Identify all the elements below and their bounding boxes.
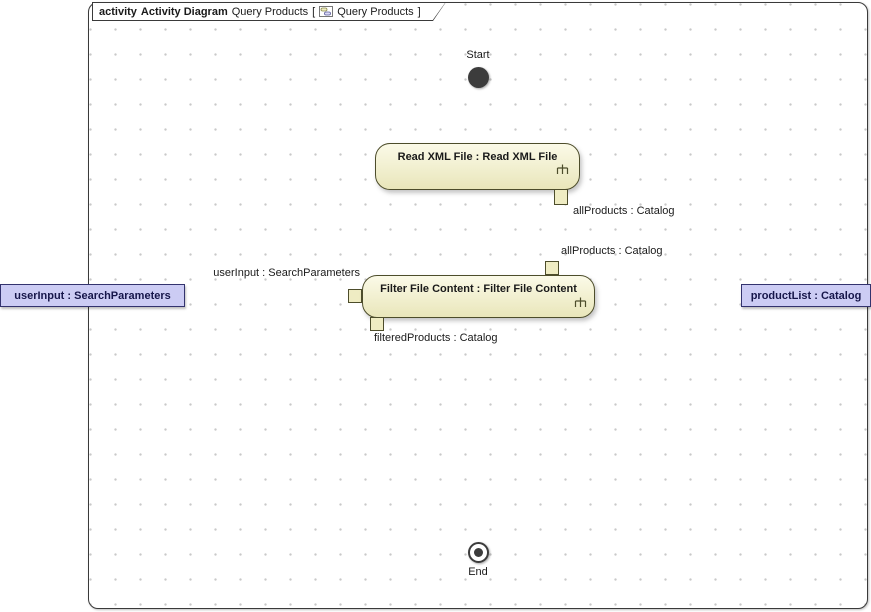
input-pin-user-input[interactable] (348, 289, 362, 303)
pin-label[interactable]: filteredProducts : Catalog (374, 332, 498, 344)
frame-diagram-name: Query Products (231, 5, 309, 18)
pin-label[interactable]: allProducts : Catalog (561, 245, 663, 257)
parameter-node-product-list[interactable]: productList : Catalog (741, 284, 871, 307)
output-pin-filtered-products[interactable] (370, 317, 384, 331)
end-node-label[interactable]: End (468, 566, 488, 578)
frame-header-content: activity Activity Diagram Query Products… (93, 3, 445, 20)
activity-diagram-icon (319, 6, 333, 17)
frame-open-bracket: [ (312, 5, 316, 18)
frame-header-tab[interactable]: activity Activity Diagram Query Products… (92, 2, 446, 21)
pin-label[interactable]: allProducts : Catalog (573, 205, 675, 217)
frame-context-name: Query Products (337, 5, 414, 18)
start-node-label[interactable]: Start (466, 49, 490, 61)
action-label: Read XML File : Read XML File (397, 151, 558, 163)
frame-type-label: Activity Diagram (140, 5, 228, 18)
rake-icon (556, 164, 569, 175)
activity-final-node[interactable] (468, 542, 489, 563)
action-filter-file-content[interactable]: Filter File Content : Filter File Conten… (362, 275, 595, 318)
parameter-node-user-input[interactable]: userInput : SearchParameters (0, 284, 185, 307)
pin-label[interactable]: userInput : SearchParameters (213, 267, 360, 279)
input-pin-all-products[interactable] (545, 261, 559, 275)
rake-icon (574, 297, 587, 308)
output-pin-all-products[interactable] (554, 189, 568, 205)
final-node-inner-dot (474, 548, 483, 557)
frame-close-bracket: ] (417, 5, 421, 18)
action-read-xml-file[interactable]: Read XML File : Read XML File (375, 143, 580, 190)
frame-keyword: activity (99, 5, 137, 18)
initial-node[interactable] (468, 67, 489, 88)
action-label: Filter File Content : Filter File Conten… (380, 283, 577, 295)
